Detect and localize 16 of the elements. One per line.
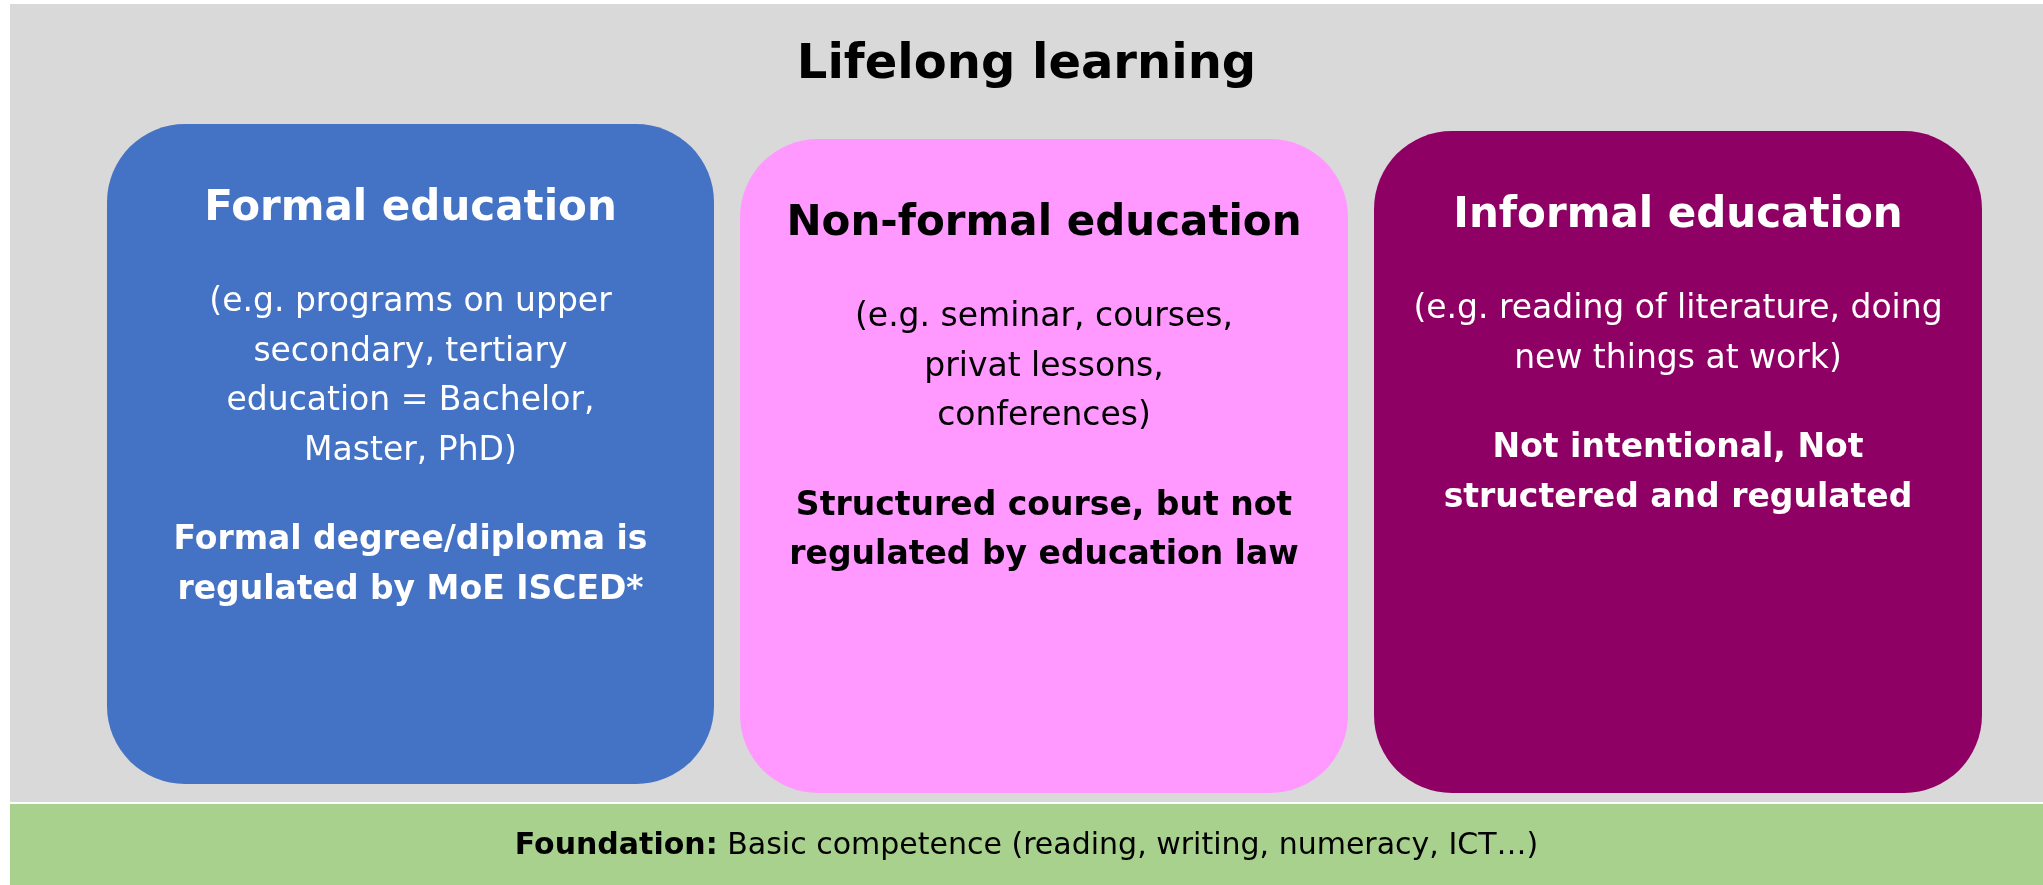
card-description: (e.g. programs on upper secondary, tertiary education = Bachelor, Master, PhD): [208, 279, 613, 470]
rounded-card: [740, 139, 1348, 793]
card-heading: Non-formal education: [785, 195, 1303, 247]
card-heading: Formal education: [203, 180, 618, 232]
band-text: Foundation: Basic competence (reading, writing, numeracy, ICT…): [513, 826, 1540, 863]
card-note: Not intentional, Not structered and regulated: [1442, 425, 1914, 517]
card-description: (e.g. seminar, courses, privat lessons, conferences): [853, 294, 1235, 436]
rounded-card: [1374, 131, 1982, 793]
rounded-card: [107, 124, 714, 784]
card-note: Structured course, but not regulated by education law: [788, 482, 1300, 575]
background-panel: [10, 4, 2043, 802]
card-note: Formal degree/diploma is regulated by MoE ISCED*: [172, 517, 649, 609]
card-description: (e.g. reading of literature, doing new things at work): [1412, 286, 1944, 378]
panel-title: Lifelong learning: [795, 32, 1258, 91]
card-heading: Informal education: [1452, 187, 1904, 239]
foundation-band: [10, 804, 2043, 885]
